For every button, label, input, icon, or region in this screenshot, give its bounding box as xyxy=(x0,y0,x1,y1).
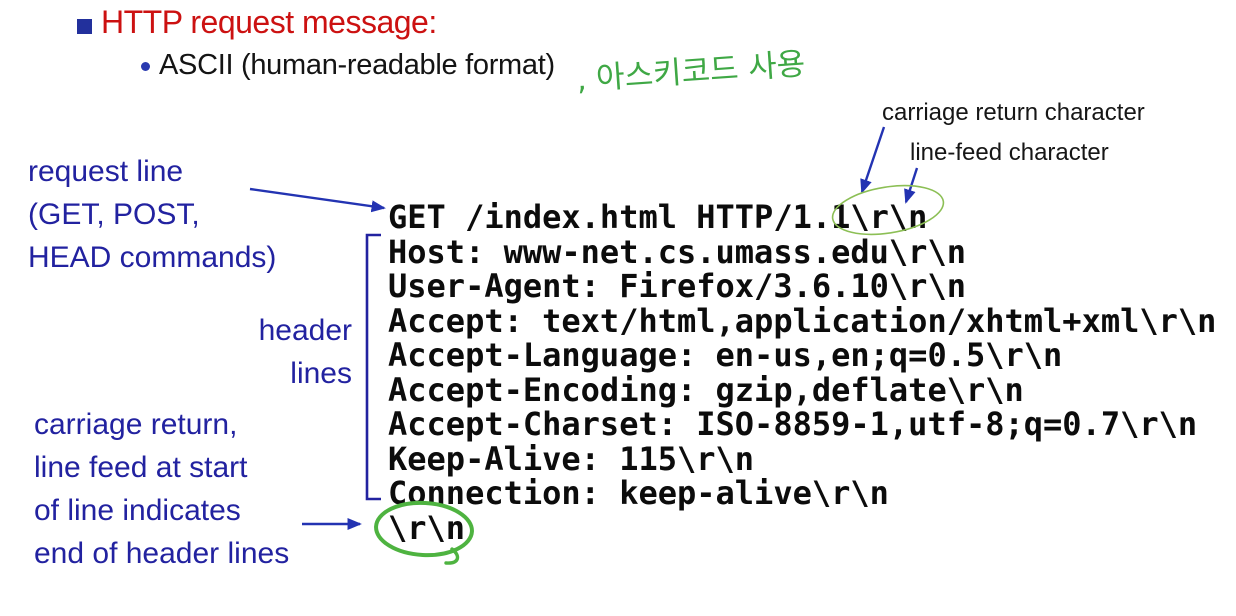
line-feed-label: line-feed character xyxy=(910,139,1109,166)
slide-title: HTTP request message: xyxy=(101,4,437,40)
end-of-header-lines-label: carriage return, line feed at start of l… xyxy=(34,408,290,570)
http-request-message: GET /index.html HTTP/1.1\r\n Host: www-n… xyxy=(388,198,1217,547)
request-line-label: request line (GET, POST, HEAD commands) xyxy=(28,155,277,274)
ascii-bullet-text: ASCII (human-readable format) xyxy=(159,49,555,81)
header-lines-label: header lines xyxy=(258,314,352,390)
header-lines-bracket xyxy=(365,233,381,501)
handwritten-korean-note: , 아스키코드 사용 xyxy=(575,46,807,98)
square-bullet-icon xyxy=(77,19,92,34)
line-feed-arrow xyxy=(904,167,919,204)
dot-bullet-icon xyxy=(141,62,150,71)
end-crlf-circle-tail xyxy=(444,547,460,565)
carriage-return-label: carriage return character xyxy=(882,99,1145,126)
carriage-return-arrow xyxy=(860,126,886,194)
